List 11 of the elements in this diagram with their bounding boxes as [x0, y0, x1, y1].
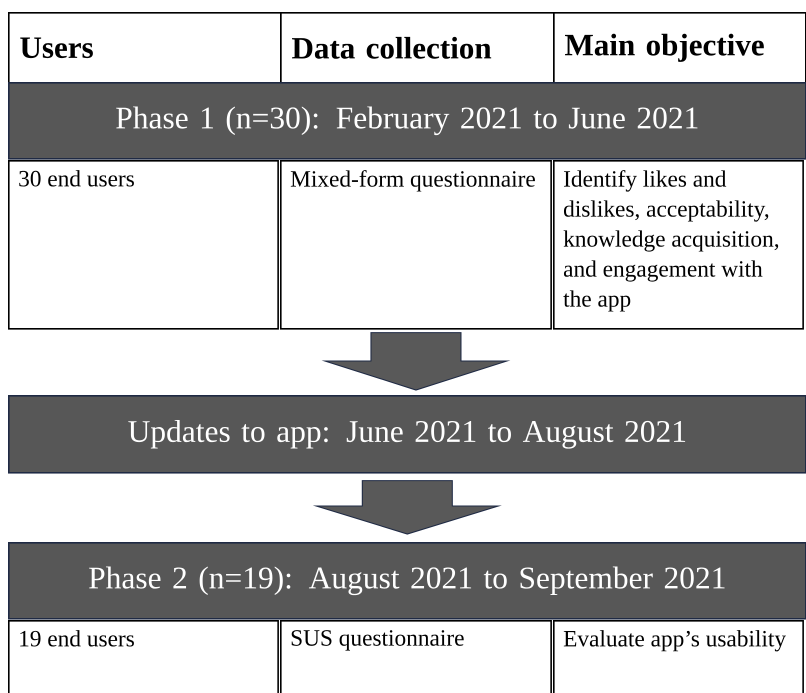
- table-cell: Identify likes and dislikes, acceptability, knowledge acquisition, and engagement with the app: [553, 160, 804, 330]
- phase-banner: Phase 1 (n=30): February 2021 to June 2021: [8, 82, 806, 160]
- block-arrow: [322, 332, 510, 391]
- table-cell: Mixed-form questionnaire: [280, 160, 552, 330]
- phase-banner: Updates to app: June 2021 to August 2021: [8, 395, 806, 474]
- table-cell: SUS questionnaire: [280, 620, 552, 693]
- phase-banner: Phase 2 (n=19): August 2021 to September 2021: [8, 542, 806, 620]
- table-cell: 19 end users: [8, 620, 279, 693]
- table-cell: 30 end users: [8, 160, 279, 330]
- block-arrow: [312, 480, 502, 535]
- table-cell: Evaluate app’s usability: [553, 620, 804, 693]
